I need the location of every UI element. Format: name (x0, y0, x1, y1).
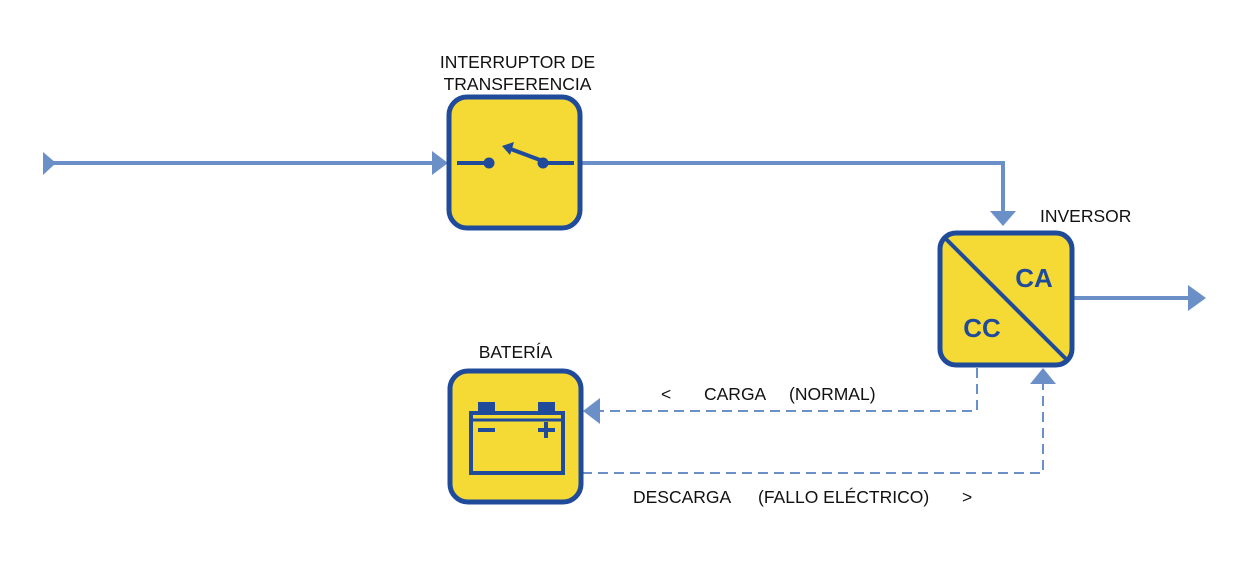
dc-text: CC (963, 313, 1001, 343)
inverter-label: INVERSOR (1040, 206, 1132, 226)
charge-note-text: (NORMAL) (789, 384, 876, 404)
charge-text: CARGA (704, 384, 767, 404)
transfer-switch-box (446, 94, 583, 231)
discharge-arrow-text: > (962, 487, 973, 507)
inverter-box: CA CC (937, 230, 1075, 368)
transfer-switch-label: INTERRUPTOR DE TRANSFERENCIA (420, 51, 615, 95)
discharge-text: DESCARGA (633, 487, 732, 507)
ac-text: CA (1015, 263, 1053, 293)
output-line (1072, 285, 1206, 311)
transfer-switch-label-line1: INTERRUPTOR DE (439, 52, 596, 72)
discharge-note-text: (FALLO ELÉCTRICO) (758, 487, 930, 507)
switch-icon (457, 142, 574, 169)
switch-to-inverter-line (580, 161, 1016, 226)
charge-line (583, 368, 978, 424)
transfer-switch-label-line2: TRANSFERENCIA (443, 74, 592, 94)
battery-icon (469, 402, 565, 475)
discharge-line (582, 368, 1056, 474)
battery-box (447, 368, 584, 505)
inverter-divider (942, 235, 1070, 363)
charge-arrow-text: < (661, 384, 672, 404)
battery-label: BATERÍA (478, 342, 553, 362)
input-line (43, 151, 448, 175)
